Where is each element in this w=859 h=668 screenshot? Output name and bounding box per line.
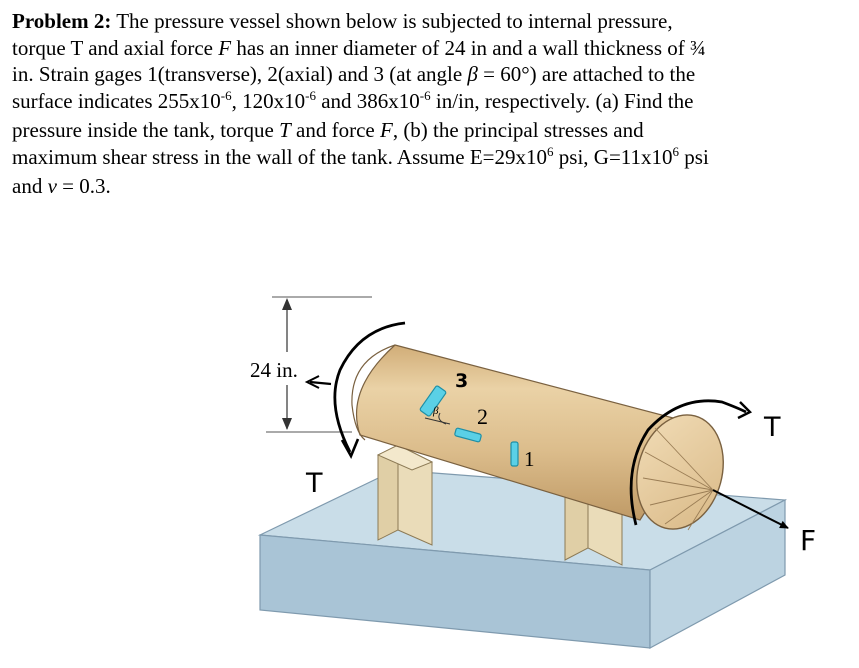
problem-line-3: in. Strain gages 1(transverse), 2(axial)… <box>12 61 802 88</box>
torque-right-label: T <box>763 412 781 443</box>
problem-text-span: in/in, respectively. (a) Find the <box>430 88 694 113</box>
gage-3-label: 3 <box>455 370 468 392</box>
problem-text-span: pressure inside the tank, torque <box>12 118 280 142</box>
problem-text-span: and <box>12 174 48 198</box>
problem-line-4: surface indicates 255x10-6, 120x10-6 and… <box>12 88 802 118</box>
dimension-label: 24 in. <box>250 358 298 382</box>
problem-text-span: , (b) the principal stresses and <box>392 118 644 142</box>
symbol-T: T <box>279 118 291 142</box>
problem-text-span: psi <box>679 144 709 169</box>
problem-line-1: Problem 2: The pressure vessel shown bel… <box>12 8 802 35</box>
problem-statement: Problem 2: The pressure vessel shown bel… <box>12 8 802 200</box>
problem-line-2: torque T and axial force F has an inner … <box>12 35 802 62</box>
cap-lines <box>642 427 714 531</box>
torque-arrow-left: T <box>304 321 406 499</box>
problem-text-span: has an inner diameter of 24 in and a wal… <box>231 35 706 60</box>
problem-line-5: pressure inside the tank, torque T and f… <box>12 117 802 144</box>
exponent: -6 <box>419 87 431 103</box>
problem-text-span: and 386x10 <box>315 88 420 113</box>
problem-text-span: in. Strain gages 1(transverse), 2(axial)… <box>12 62 468 86</box>
gage-2-label: 2 <box>477 404 488 429</box>
torque-arrow-right: T <box>629 399 781 526</box>
angle-label: β <box>432 405 439 417</box>
problem-text-span: surface indicates 255x10 <box>12 88 221 113</box>
problem-text-span: = 0.3. <box>56 174 111 198</box>
problem-line-6: maximum shear stress in the wall of the … <box>12 144 802 174</box>
torque-left-label: T <box>305 468 323 499</box>
problem-line-7: and ν = 0.3. <box>12 173 802 200</box>
problem-text-span: , 120x10 <box>231 88 306 113</box>
problem-label: Problem 2: <box>12 9 112 33</box>
exponent: 6 <box>672 143 680 159</box>
strain-gage-1: 1 <box>510 441 535 471</box>
symbol-nu: ν <box>47 174 57 198</box>
symbol-beta: β <box>467 62 478 86</box>
problem-text-span: torque T and axial force <box>12 35 219 60</box>
exponent: -6 <box>305 87 316 103</box>
angle-beta-marker: β <box>424 405 451 425</box>
problem-text-span: = 60°) are attached to the <box>477 62 696 86</box>
problem-text-span: psi, G=11x10 <box>553 144 673 169</box>
symbol-F: F <box>379 118 393 142</box>
problem-text-span: maximum shear stress in the wall of the … <box>12 144 548 169</box>
saddle-left <box>376 444 434 546</box>
problem-text-span: and force <box>290 118 380 142</box>
exponent: -6 <box>220 87 232 103</box>
symbol-F: F <box>218 35 232 60</box>
strain-gage-3: 3 <box>419 370 468 417</box>
force-arrow: F <box>712 489 816 557</box>
exponent: 6 <box>547 143 554 159</box>
strain-gage-2: 2 <box>454 404 488 443</box>
dimension-24in: 24 in. <box>250 296 372 433</box>
force-label: F <box>800 524 816 557</box>
gage-1-label: 1 <box>524 447 535 471</box>
problem-text-span: The pressure vessel shown below is subje… <box>111 9 673 33</box>
